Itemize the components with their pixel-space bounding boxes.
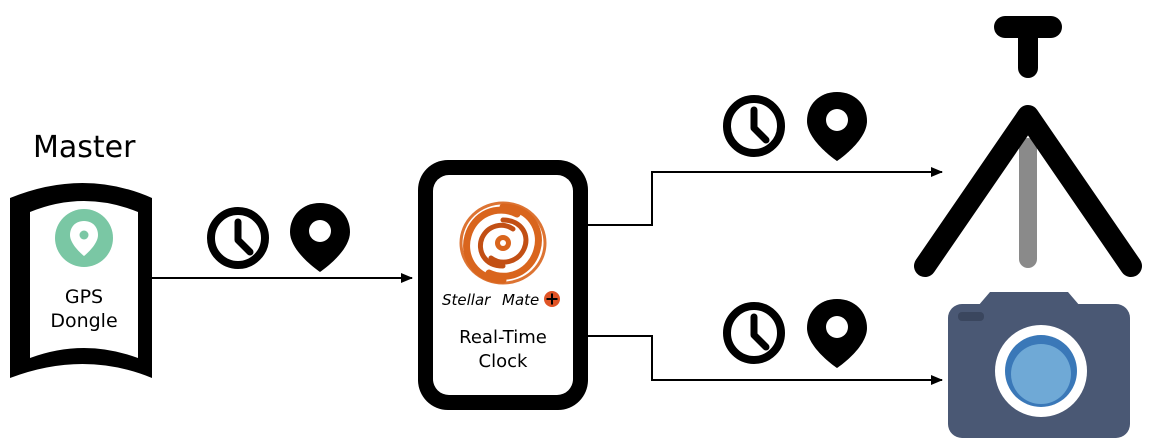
- gps-dongle-label-line2: Dongle: [50, 310, 117, 332]
- master-label: Master: [33, 130, 136, 165]
- location-pin-icon: [290, 203, 350, 272]
- galaxy-logo-icon: [459, 201, 547, 285]
- device-label-line2: Clock: [479, 351, 528, 372]
- gps-dongle: GPS Dongle: [10, 183, 152, 378]
- clock-icon: [723, 302, 785, 364]
- gps-dongle-label-line1: GPS: [65, 286, 103, 308]
- location-pin-icon: [807, 299, 867, 368]
- brand-name-first: Stellar: [442, 291, 491, 309]
- plus-circle-icon: [544, 291, 560, 307]
- tripod-icon: [914, 16, 1142, 277]
- location-pin-icon: [55, 209, 113, 267]
- location-pin-icon: [807, 92, 867, 161]
- device-label-line1: Real-Time: [459, 327, 547, 348]
- clock-icon: [723, 95, 785, 157]
- connector-device-to-camera: [588, 335, 943, 385]
- stellarmate-device: Stellar Mate Real-Time Clock: [418, 160, 588, 410]
- clock-icon: [207, 207, 269, 269]
- camera-icon: [948, 292, 1130, 438]
- connector-device-to-tripod: [588, 167, 943, 226]
- brand-name-second: Mate: [502, 291, 539, 309]
